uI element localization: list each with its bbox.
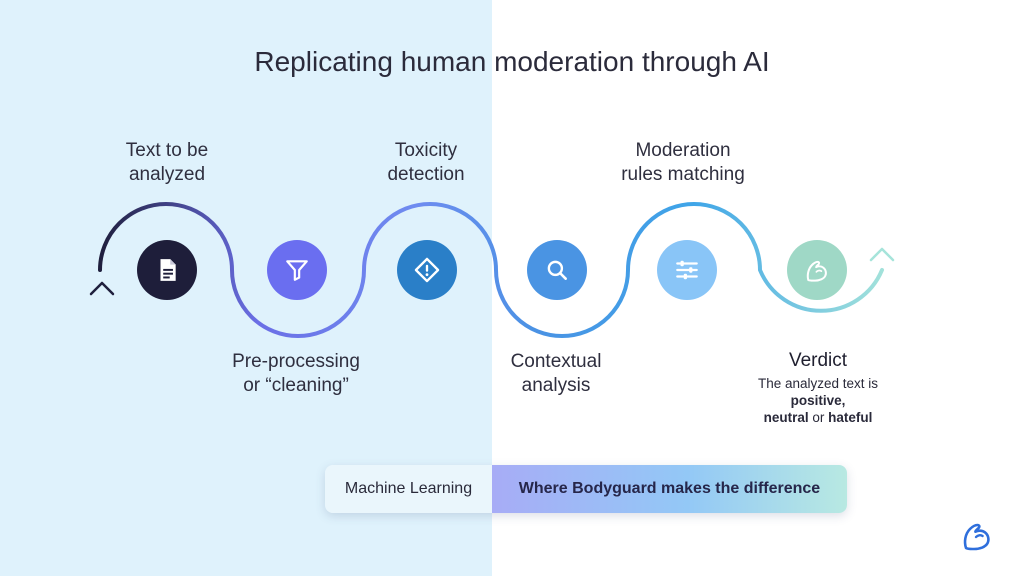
alert-icon	[414, 257, 440, 283]
machine-learning-label: Machine Learning	[325, 465, 492, 513]
end-chevron-icon	[869, 247, 895, 262]
search-icon	[547, 260, 567, 280]
page-title: Replicating human moderation through AI	[254, 46, 770, 77]
verdict-description: The analyzed text is positive, neutral o…	[757, 376, 879, 425]
wave-line	[98, 202, 884, 338]
bodyguard-logo-icon	[963, 523, 990, 551]
bodyguard-difference-label: Where Bodyguard makes the difference	[492, 465, 847, 513]
verdict-node	[787, 240, 847, 300]
legend-badge: Machine Learning Where Bodyguard makes t…	[325, 465, 847, 513]
alert-node	[397, 240, 457, 300]
start-chevron-icon	[89, 281, 115, 296]
document-node	[137, 240, 197, 300]
verdict-title: Verdict	[788, 350, 848, 371]
sliders-icon	[676, 260, 698, 280]
filter-node	[267, 240, 327, 300]
flexed-arm-icon	[806, 260, 827, 282]
filter-icon	[286, 260, 308, 281]
search-node	[527, 240, 587, 300]
document-icon	[160, 259, 176, 281]
sliders-node	[657, 240, 717, 300]
